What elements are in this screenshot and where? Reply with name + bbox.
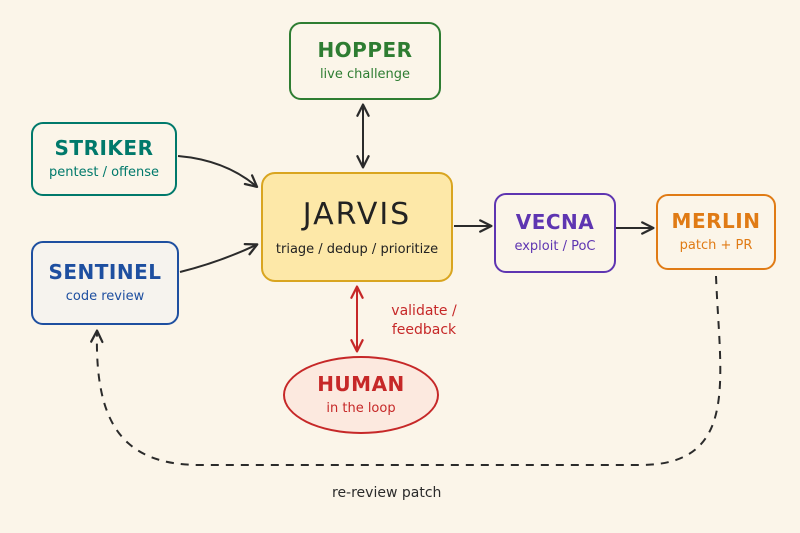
node-human: HUMAN in the loop (283, 356, 439, 434)
node-sentinel-title: SENTINEL (48, 260, 162, 285)
node-vecna-subtitle: exploit / PoC (514, 239, 596, 255)
node-sentinel-subtitle: code review (65, 289, 145, 305)
node-hopper-subtitle: live challenge (319, 67, 411, 83)
arrow-striker-jarvis (177, 155, 259, 189)
node-striker-subtitle: pentest / offense (48, 165, 160, 181)
node-hopper-title: HOPPER (317, 38, 413, 63)
node-striker: STRIKER pentest / offense (31, 122, 177, 196)
node-vecna-title: VECNA (515, 210, 595, 235)
node-merlin-title: MERLIN (671, 209, 761, 234)
node-jarvis-title: JARVIS (302, 197, 412, 233)
node-merlin-subtitle: patch + PR (679, 238, 753, 254)
node-hopper: HOPPER live challenge (289, 22, 441, 100)
label-rereview-patch: re-review patch (332, 485, 442, 501)
node-merlin: MERLIN patch + PR (656, 194, 776, 270)
node-human-title: HUMAN (317, 372, 405, 397)
node-vecna: VECNA exploit / PoC (494, 193, 616, 273)
arrow-sentinel-jarvis (179, 242, 259, 273)
node-jarvis: JARVIS triage / dedup / prioritize (261, 172, 453, 282)
node-human-subtitle: in the loop (326, 401, 396, 417)
node-sentinel: SENTINEL code review (31, 241, 179, 325)
label-validate-line2: feedback (391, 321, 457, 338)
label-validate-feedback: validate / feedback (386, 302, 462, 340)
label-validate-line1: validate / (391, 303, 457, 319)
node-jarvis-subtitle: triage / dedup / prioritize (275, 241, 439, 257)
arrow-merlin-sentinel-rereview (90, 275, 722, 466)
node-striker-title: STRIKER (54, 136, 154, 161)
